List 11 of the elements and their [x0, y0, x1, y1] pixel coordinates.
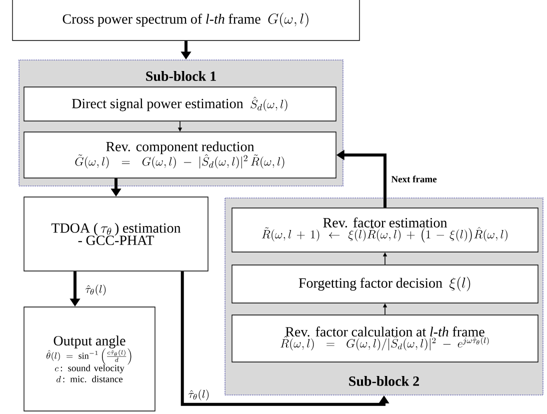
process-box: Rev. factor estimation $\tilde{R}(\omega,l+1) \leftarrow \xi(l)\tilde{R}(\omega,l) + \bigl(1-\xi(l)\bigr)\hat{R}(\omega,l)$ — [232, 208, 538, 252]
process-box: Output angle $\hat{\theta}(l) = \sin^{-1}\left(\frac{c\hat{\tau}_\theta(l)}{d}\right)$ $c\,\text{: sound velocity}$ $d\,\text{: mic. distance}$ — [24, 306, 156, 412]
edge-label: Next frame — [390, 174, 438, 184]
process-box: Forgetting factor decision $\xi(l)$ — [232, 264, 538, 304]
edge-label: $\hat{\tau}_\theta(l)$ — [187, 388, 211, 402]
process-box: $\text{TDOA (}\,\tau_\theta\,\text{) estimation}$ - GCC-PHAT — [24, 196, 208, 272]
process-box: Rev. factor calculation at l-th frame $\hat{R}(\omega,l) = G(\omega,l) / |\hat{S}_d(\omega,l)|^2 - e^{j\omega\hat{\tau}_\theta(l)}$ — [232, 314, 538, 362]
process-box: Cross power spectrum of l-th frame $G(\omega,l)$ — [12, 0, 360, 41]
process-box: Rev. component reduction $\tilde{G}(\omega,l) = G(\omega,l) - |\hat{S}_d(\omega,l)|^2\,\tilde{R}(\omega,l)$ — [24, 132, 336, 178]
edge-label: $\hat{\tau}_\theta(l)$ — [84, 284, 108, 296]
process-box: Direct signal power estimation $\hat{S}_d(\omega,l)$ — [24, 86, 336, 122]
